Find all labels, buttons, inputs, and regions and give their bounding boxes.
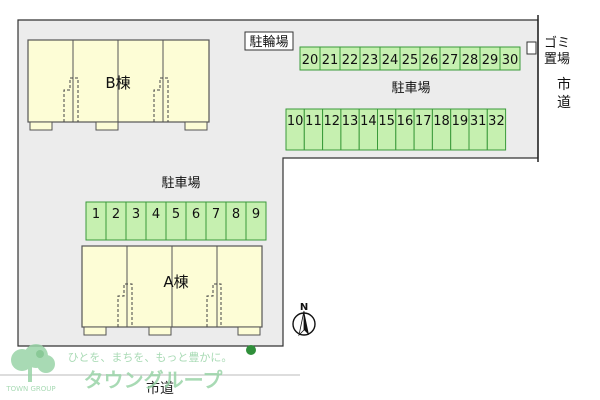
parking-space-number: 29 <box>482 53 499 68</box>
parking-space-number: 5 <box>172 207 180 222</box>
town-group-logo-icon <box>11 344 55 382</box>
parking-space-number: 13 <box>342 114 359 129</box>
parking-space-number: 2 <box>112 207 120 222</box>
parking-space-number: 1 <box>92 207 100 222</box>
parking-space-number: 12 <box>323 114 340 129</box>
parking-space-number: 32 <box>488 114 505 129</box>
parking-label-top: 駐車場 <box>391 81 430 96</box>
parking-space-number: 8 <box>232 207 240 222</box>
parking-space-number: 19 <box>452 114 469 129</box>
stair-outline <box>153 77 169 122</box>
garbage-label-line2: 置場 <box>544 52 570 67</box>
parking-space-number: 15 <box>378 114 395 129</box>
north-label: N <box>300 302 308 313</box>
parking-space <box>499 46 521 71</box>
building-a: A棟 <box>81 245 263 336</box>
balcony <box>184 121 208 131</box>
parking-space-number: 23 <box>362 53 379 68</box>
parking-space-number: 26 <box>422 53 439 68</box>
parking-space-number: 27 <box>442 53 459 68</box>
building-b: B棟 <box>27 39 210 131</box>
parking-space <box>245 201 267 241</box>
parking-space-number: 4 <box>152 207 160 222</box>
bicycle-parking-box <box>244 31 294 51</box>
city-road-right-line1: 市 <box>557 76 571 93</box>
parking-space-number: 18 <box>433 114 450 129</box>
balcony <box>237 326 261 336</box>
building-a-label: A棟 <box>163 273 188 291</box>
parking-space-number: 3 <box>132 207 140 222</box>
north-arrow-icon: N <box>292 302 316 337</box>
balcony <box>148 326 172 336</box>
parking-space <box>486 108 507 151</box>
garbage-label-line1: ゴミ <box>544 35 570 51</box>
parking-label-left: 駐車場 <box>161 176 200 191</box>
parking-space-number: 17 <box>415 114 432 129</box>
parking-space-number: 30 <box>502 53 519 68</box>
parking-space-number: 10 <box>287 114 304 129</box>
parking-space-number: 21 <box>322 53 339 68</box>
garbage-box <box>526 41 537 55</box>
city-road-right-line2: 道 <box>557 95 571 111</box>
parking-space-number: 24 <box>382 53 399 68</box>
parking-space-number: 28 <box>462 53 479 68</box>
stair-outline <box>63 77 79 122</box>
balcony <box>95 121 119 131</box>
brand-text: タウングループ <box>84 368 224 392</box>
bicycle-parking-label: 駐輪場 <box>249 34 288 50</box>
stair-outline <box>117 283 133 327</box>
building-b-label: B棟 <box>105 74 130 92</box>
stair-outline <box>206 283 222 327</box>
parking-space-number: 9 <box>252 207 260 222</box>
balcony <box>83 326 107 336</box>
parking-space-number: 7 <box>212 207 220 222</box>
watermark: TOWN GROUP ひとを、まちを、もっと豊かに。 タウングループ <box>5 344 232 393</box>
brand-small-text: TOWN GROUP <box>5 385 55 393</box>
parking-space-number: 11 <box>305 114 322 129</box>
parking-space-number: 25 <box>402 53 419 68</box>
parking-space-number: 6 <box>192 207 200 222</box>
balcony <box>29 121 53 131</box>
parking-space-number: 16 <box>397 114 414 129</box>
tagline-text: ひとを、まちを、もっと豊かに。 <box>68 351 233 364</box>
parking-space-number: 31 <box>470 114 487 129</box>
parking-space-number: 22 <box>342 53 359 68</box>
city-road-bottom-label: 市道 <box>146 380 174 397</box>
parking-space-number: 20 <box>302 53 319 68</box>
tree-icon <box>246 345 256 355</box>
parking-space-number: 14 <box>360 114 377 129</box>
